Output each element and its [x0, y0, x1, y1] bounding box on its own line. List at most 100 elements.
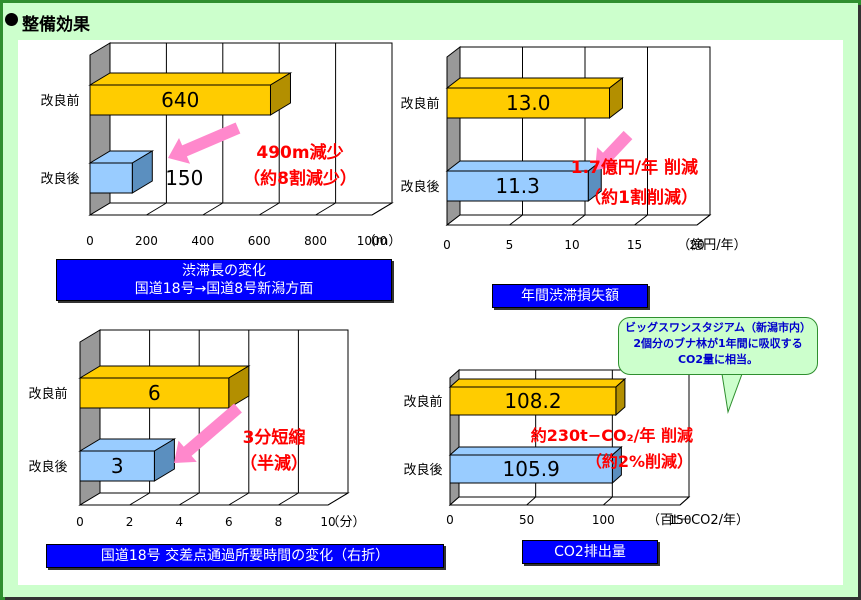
chart-floor-line [509, 214, 523, 226]
chart-floor [448, 496, 691, 506]
reduction-annotation: （半減） [240, 453, 308, 474]
x-tick-label: 0 [446, 513, 454, 527]
callout-pointer [721, 373, 743, 414]
bar-top-face [445, 77, 624, 89]
category-label: 改良前 [400, 96, 439, 112]
x-axis-unit: （分） [326, 515, 365, 530]
bar-value-label: 150 [165, 166, 203, 190]
bar-value-label: 105.9 [503, 457, 560, 481]
x-axis-unit: （億円/年） [677, 237, 746, 253]
bar-value-label: 6 [148, 381, 161, 405]
x-axis-unit: （百t－CO2/年） [647, 513, 749, 528]
category-label: 改良前 [403, 394, 442, 410]
x-tick-label: 0 [443, 238, 451, 252]
bar-value-label: 11.3 [495, 174, 540, 198]
chart-floor-line [679, 496, 690, 506]
bar-after [449, 454, 613, 484]
chart-floor-line [178, 492, 200, 506]
reduction-arrow-icon [174, 403, 242, 463]
caption-line: 渋滞長の変化 [182, 263, 266, 279]
caption-congestion-loss: 年間渋滞損失額 [492, 284, 648, 308]
category-label: 改良後 [40, 171, 79, 187]
reduction-annotation: 3分短縮 [243, 427, 306, 448]
caption-co2-emission: CO2排出量 [522, 540, 658, 564]
bar-value-label: 3 [111, 454, 124, 478]
bar-top-face [88, 72, 293, 86]
x-tick-label: 0 [86, 234, 94, 248]
x-tick-label: 600 [248, 234, 271, 248]
reduction-arrow-icon [595, 130, 633, 170]
chart-floor-line [634, 214, 648, 226]
chart-floor-line [202, 202, 224, 216]
x-tick-label: 15 [627, 238, 642, 252]
caption-line: 国道18号 交差点通過所要時間の変化（右折） [100, 548, 390, 564]
caption-intersection-time: 国道18号 交差点通過所要時間の変化（右折） [46, 544, 444, 568]
bar-after [89, 162, 133, 194]
reduction-annotation: （約8割減少） [243, 168, 357, 189]
category-label: 改良後 [400, 179, 439, 195]
chart-floor-line [603, 496, 613, 506]
bar-top-face [448, 378, 627, 388]
reduction-annotation: 490m減少 [256, 142, 343, 163]
page-title: 整備効果 [22, 15, 90, 35]
category-label: 改良前 [28, 386, 67, 402]
bar-after [446, 170, 589, 202]
bar-value-label: 13.0 [506, 91, 551, 115]
reduction-arrow-icon [168, 122, 241, 164]
category-label: 改良後 [28, 459, 67, 475]
panel-shadow-right [858, 5, 861, 600]
chart-floor-line [571, 214, 586, 226]
bar-before [449, 386, 617, 416]
caption-line: CO2排出量 [554, 544, 626, 560]
category-label: 改良後 [403, 462, 442, 478]
chart-floor-line [129, 492, 150, 506]
bar-top-face [78, 365, 251, 379]
bar-after [79, 450, 155, 482]
chart-floor-line [278, 492, 299, 506]
x-axis-unit: （m） [363, 234, 402, 249]
reduction-annotation: （約1割削減） [584, 187, 698, 208]
chart-floor-line [146, 202, 167, 216]
x-tick-label: 150 [669, 513, 692, 527]
x-tick-label: 5 [506, 238, 514, 252]
chart-floor [78, 492, 350, 506]
x-tick-label: 8 [275, 515, 283, 529]
chart-floor-line [228, 492, 250, 506]
bar-before [79, 377, 230, 409]
chart-floor-line [696, 214, 711, 226]
category-label: 改良前 [40, 93, 79, 109]
x-tick-label: 800 [304, 234, 327, 248]
x-tick-label: 10 [320, 515, 335, 529]
chart-floor-line [327, 492, 349, 506]
panel-shadow-bottom [5, 597, 861, 600]
chart-floor-line [526, 496, 536, 506]
x-tick-label: 50 [519, 513, 534, 527]
x-tick-label: 1000 [357, 234, 388, 248]
bar-value-label: 640 [161, 88, 199, 112]
bullet-icon [5, 13, 18, 26]
reduction-annotation: 約230t−CO₂/年 削減 [531, 426, 693, 445]
caption-line: 国道18号→国道8号新潟方面 [134, 281, 314, 297]
chart-floor-line [258, 202, 280, 216]
bar-before [89, 84, 271, 116]
caption-congestion-length: 渋滞長の変化 国道18号→国道8号新潟方面 [56, 259, 392, 301]
x-tick-label: 400 [191, 234, 214, 248]
x-tick-label: 200 [135, 234, 158, 248]
bar-before [446, 87, 610, 119]
chart-floor [88, 202, 394, 216]
reduction-annotation: （約2%削減） [586, 452, 693, 471]
x-tick-label: 4 [175, 515, 183, 529]
reduction-annotation: 1.7億円/年 削減 [571, 157, 698, 178]
chart-floor-line [315, 202, 336, 216]
callout-note: ビッグスワンスタジアム（新潟市内）2個分のブナ林が1年間に吸収するCO2量に相当… [618, 317, 818, 375]
x-tick-label: 0 [76, 515, 84, 529]
x-tick-label: 20 [689, 238, 704, 252]
caption-line: 年間渋滞損失額 [521, 288, 619, 304]
x-tick-label: 10 [564, 238, 579, 252]
x-tick-label: 100 [592, 513, 615, 527]
x-tick-label: 2 [126, 515, 134, 529]
bar-value-label: 108.2 [504, 389, 561, 413]
x-tick-label: 6 [225, 515, 233, 529]
chart-floor-line [371, 202, 393, 216]
